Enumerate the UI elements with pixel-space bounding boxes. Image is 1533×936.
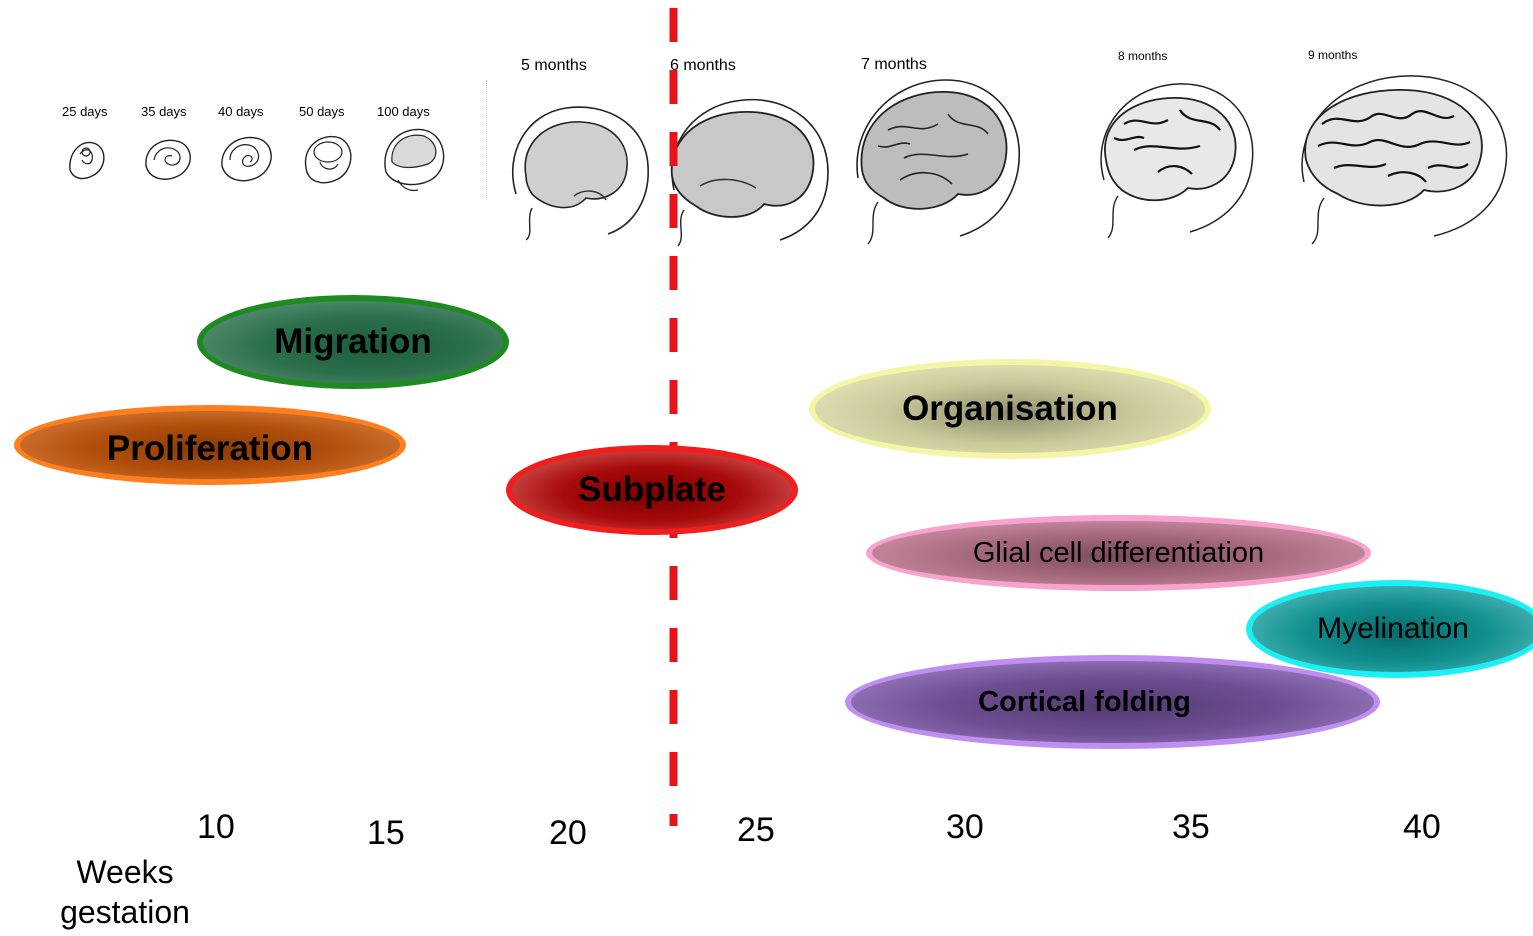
axis-title-line1: Weeks xyxy=(76,854,174,890)
stage-label-40-days: 40 days xyxy=(218,104,264,119)
stage-label-5-months: 5 months xyxy=(521,57,587,74)
cortical-folding-ellipse: Cortical folding xyxy=(845,655,1380,749)
organisation-label: Organisation xyxy=(902,389,1118,428)
brain-7-months-drawing xyxy=(856,79,1020,245)
myelination-ellipse: Myelination xyxy=(1246,580,1533,678)
tick-30: 30 xyxy=(946,808,984,846)
organisation-ellipse: Organisation xyxy=(809,359,1211,459)
embryo-40-days-drawing xyxy=(221,136,272,182)
axis-title-line2: gestation xyxy=(60,894,190,930)
embryo-50-days-drawing xyxy=(304,136,352,184)
glial-differentiation-label: Glial cell differentiation xyxy=(972,536,1265,569)
brain-strip: 5 months 6 months 7 months 8 months 9 mo… xyxy=(488,40,1533,250)
embryo-25-days-drawing xyxy=(69,141,105,180)
embryo-35-days-drawing xyxy=(145,139,191,180)
stage-label-8-months: 8 months xyxy=(1118,49,1168,63)
myelination-label: Myelination xyxy=(1317,612,1469,645)
tick-20: 20 xyxy=(549,814,587,852)
glial-differentiation-ellipse: Glial cell differentiation xyxy=(866,515,1371,591)
tick-10: 10 xyxy=(197,808,235,846)
stage-label-100-days: 100 days xyxy=(377,104,430,119)
brain-8-months-drawing xyxy=(1100,83,1254,239)
tick-15: 15 xyxy=(367,814,405,852)
stage-label-50-days: 50 days xyxy=(299,104,345,119)
migration-label: Migration xyxy=(274,322,432,361)
cortical-folding-label: Cortical folding xyxy=(978,685,1191,718)
embryo-strip: 25 days 35 days 40 days 50 days 100 days xyxy=(34,82,486,200)
subplate-label: Subplate xyxy=(578,470,726,509)
stage-label-9-months: 9 months xyxy=(1308,48,1358,62)
tick-35: 35 xyxy=(1172,808,1210,846)
proliferation-ellipse: Proliferation xyxy=(14,405,406,485)
stage-label-6-months: 6 months xyxy=(670,57,736,74)
viability-marker-dashed-line xyxy=(669,8,678,826)
stage-label-25-days: 25 days xyxy=(62,104,108,119)
brain-5-months-drawing xyxy=(511,106,649,241)
brain-9-months-drawing xyxy=(1301,75,1508,245)
embryo-100-days-drawing xyxy=(384,128,445,192)
migration-ellipse: Migration xyxy=(197,295,509,389)
tick-40: 40 xyxy=(1403,808,1441,846)
axis-title: Weeks gestation xyxy=(50,852,200,932)
stage-label-7-months: 7 months xyxy=(861,56,927,73)
tick-25: 25 xyxy=(737,811,775,849)
subplate-ellipse: Subplate xyxy=(506,445,798,535)
proliferation-label: Proliferation xyxy=(106,429,314,468)
stage-label-35-days: 35 days xyxy=(141,104,187,119)
image-divider xyxy=(486,80,488,200)
brain-6-months-drawing xyxy=(670,98,829,247)
